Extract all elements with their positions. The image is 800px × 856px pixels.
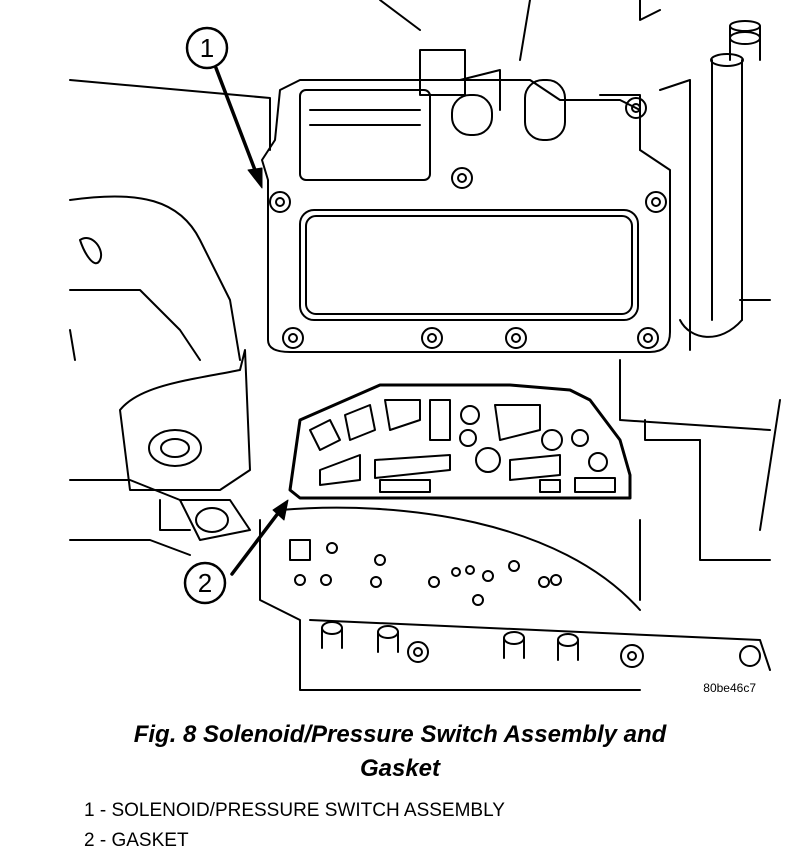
figure-caption: Fig. 8 Solenoid/Pressure Switch Assembly… — [0, 718, 800, 786]
legend-text: SOLENOID/PRESSURE SWITCH ASSEMBLY — [111, 800, 505, 821]
legend-separator: - — [94, 830, 112, 851]
technical-illustration: 1 2 80be46c7 — [69, 0, 781, 695]
callout-1-number: 1 — [200, 33, 214, 63]
callout-2: 2 — [183, 499, 289, 605]
legend-item: 2 - GASKET — [84, 826, 505, 856]
solenoid-pressure-switch-assembly — [261, 49, 671, 353]
valve-pins — [321, 621, 761, 668]
gasket — [288, 383, 632, 500]
callout-1: 1 — [185, 26, 263, 189]
legend: 1 - SOLENOID/PRESSURE SWITCH ASSEMBLY 2 … — [84, 796, 505, 856]
caption-line-2: Gasket — [359, 755, 441, 782]
legend-number: 2 — [84, 830, 95, 851]
caption-line-1: Fig. 8 Solenoid/Pressure Switch Assembly… — [133, 721, 667, 748]
callout-2-number: 2 — [198, 568, 212, 598]
transmission-body-outline — [69, 0, 781, 601]
legend-text: GASKET — [111, 830, 189, 851]
legend-separator: - — [94, 800, 112, 821]
valve-body — [259, 506, 771, 691]
shaft — [679, 20, 761, 338]
legend-number: 1 — [84, 800, 95, 821]
image-code: 80be46c7 — [703, 681, 756, 695]
bracket — [119, 349, 251, 541]
legend-item: 1 - SOLENOID/PRESSURE SWITCH ASSEMBLY — [84, 796, 505, 826]
bolt-holes — [269, 97, 667, 349]
